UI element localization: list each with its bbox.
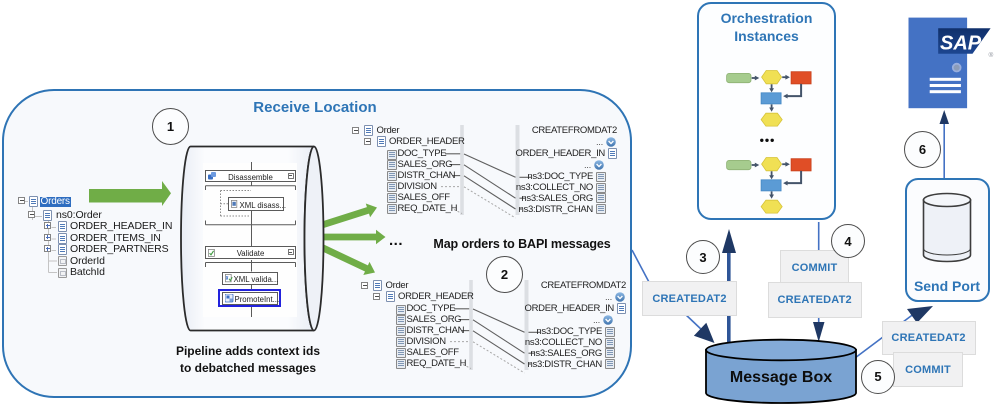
svg-text:®: ® bbox=[989, 51, 994, 59]
svg-text:SAP: SAP bbox=[940, 33, 982, 55]
